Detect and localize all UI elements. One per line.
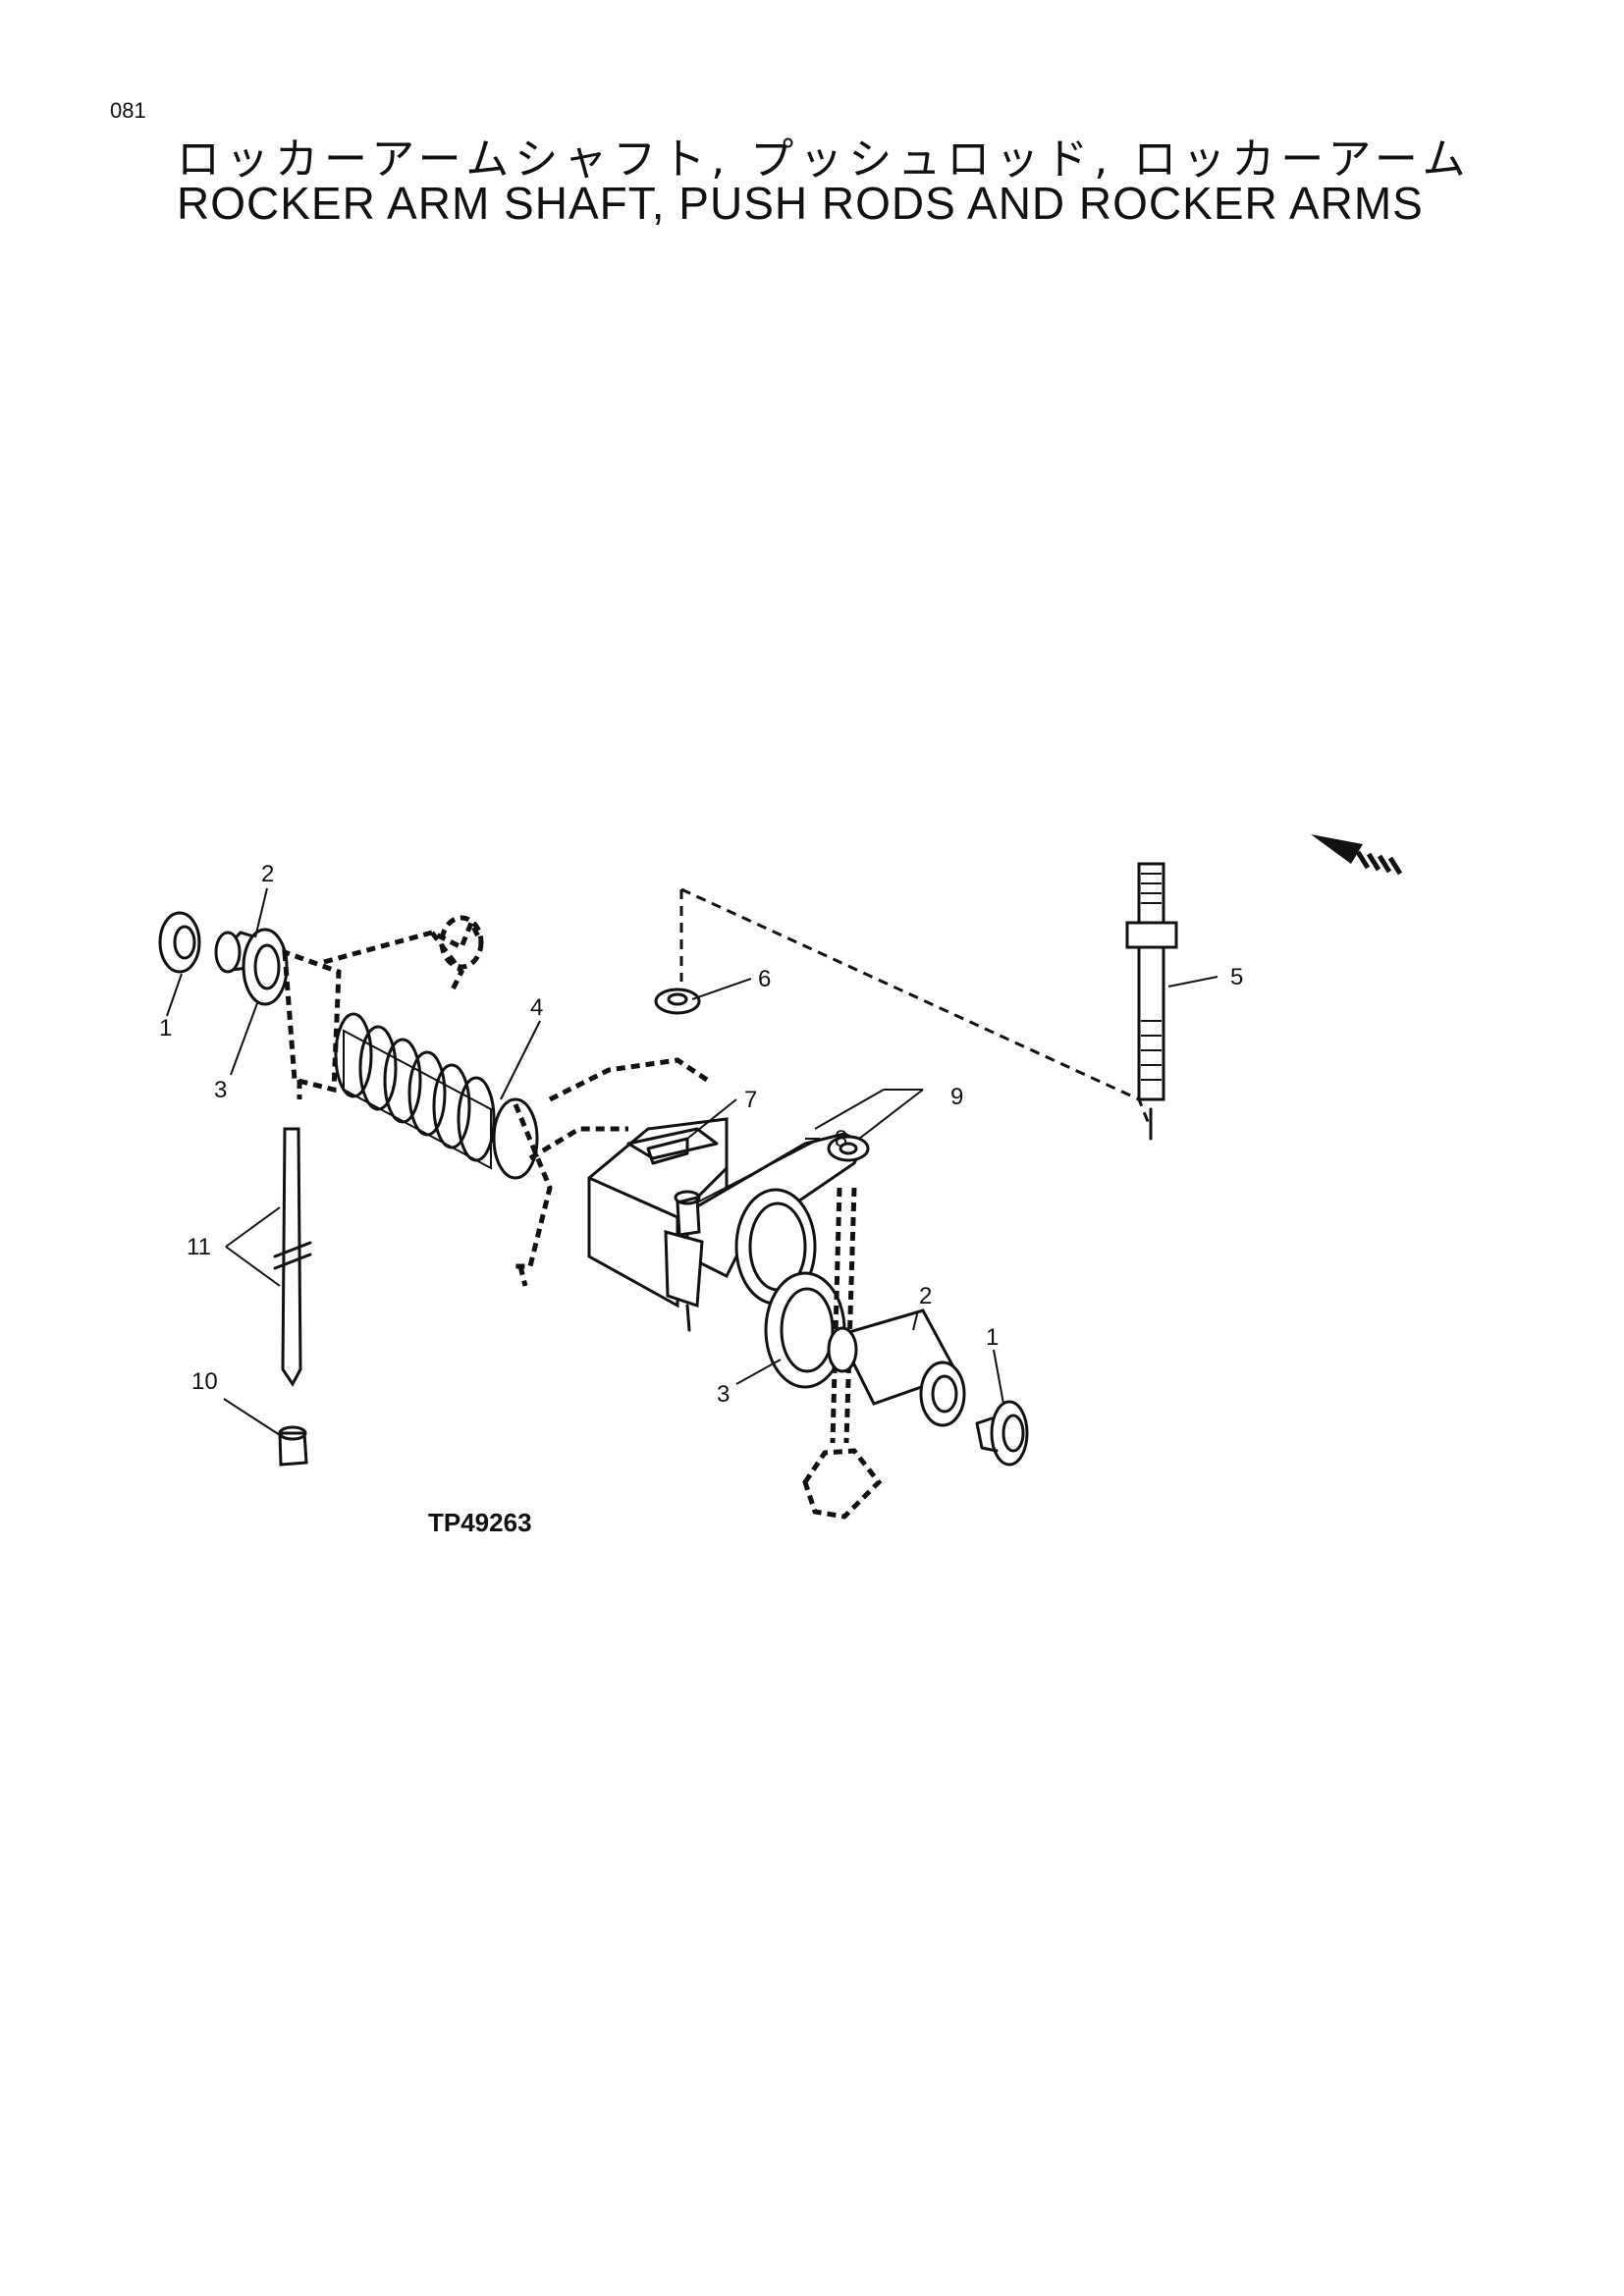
washer-small-part — [654, 988, 701, 1015]
rocker-shaft-spring-part — [334, 1012, 539, 1180]
page-number: 081 — [110, 98, 146, 123]
callout-6: 6 — [758, 966, 771, 992]
callout-3-left: 3 — [214, 1077, 227, 1103]
left-spring-washer-part — [242, 928, 289, 1006]
push-rod-part — [273, 1127, 312, 1387]
callout-10: 10 — [191, 1368, 218, 1395]
tappet-part — [278, 1425, 308, 1467]
title-japanese: ロッカーアームシャフト, プッシュロッド, ロッカーアーム — [177, 134, 1472, 185]
callout-1-right: 1 — [986, 1324, 999, 1351]
callout-4: 4 — [530, 994, 543, 1021]
callout-11: 11 — [187, 1234, 211, 1260]
stud-bolt-part — [1125, 862, 1178, 1101]
right-washer-part — [975, 1400, 1029, 1467]
callout-leader-lines — [166, 887, 1218, 1436]
adjusting-screw-part — [674, 1190, 701, 1237]
callout-3-right: 3 — [717, 1381, 730, 1408]
phantom-middle-support — [511, 1057, 709, 1287]
phantom-valve — [802, 1187, 883, 1520]
callout-2-right: 2 — [919, 1283, 932, 1309]
callout-5: 5 — [1230, 964, 1243, 990]
title-english: ROCKER ARM SHAFT, PUSH RODS AND ROCKER A… — [177, 178, 1424, 229]
callout-1-left: 1 — [159, 1015, 172, 1041]
callout-9: 9 — [950, 1084, 963, 1110]
front-direction-arrow-icon — [1311, 834, 1403, 876]
phantom-left-rocker-arm — [282, 915, 484, 1099]
figure-code: TP49263 — [428, 1508, 532, 1537]
callout-7: 7 — [744, 1087, 757, 1113]
callout-2-left: 2 — [261, 861, 274, 887]
right-bushing-part — [827, 1308, 966, 1427]
left-washer-part — [158, 911, 201, 974]
callout-8: 8 — [835, 1126, 847, 1152]
